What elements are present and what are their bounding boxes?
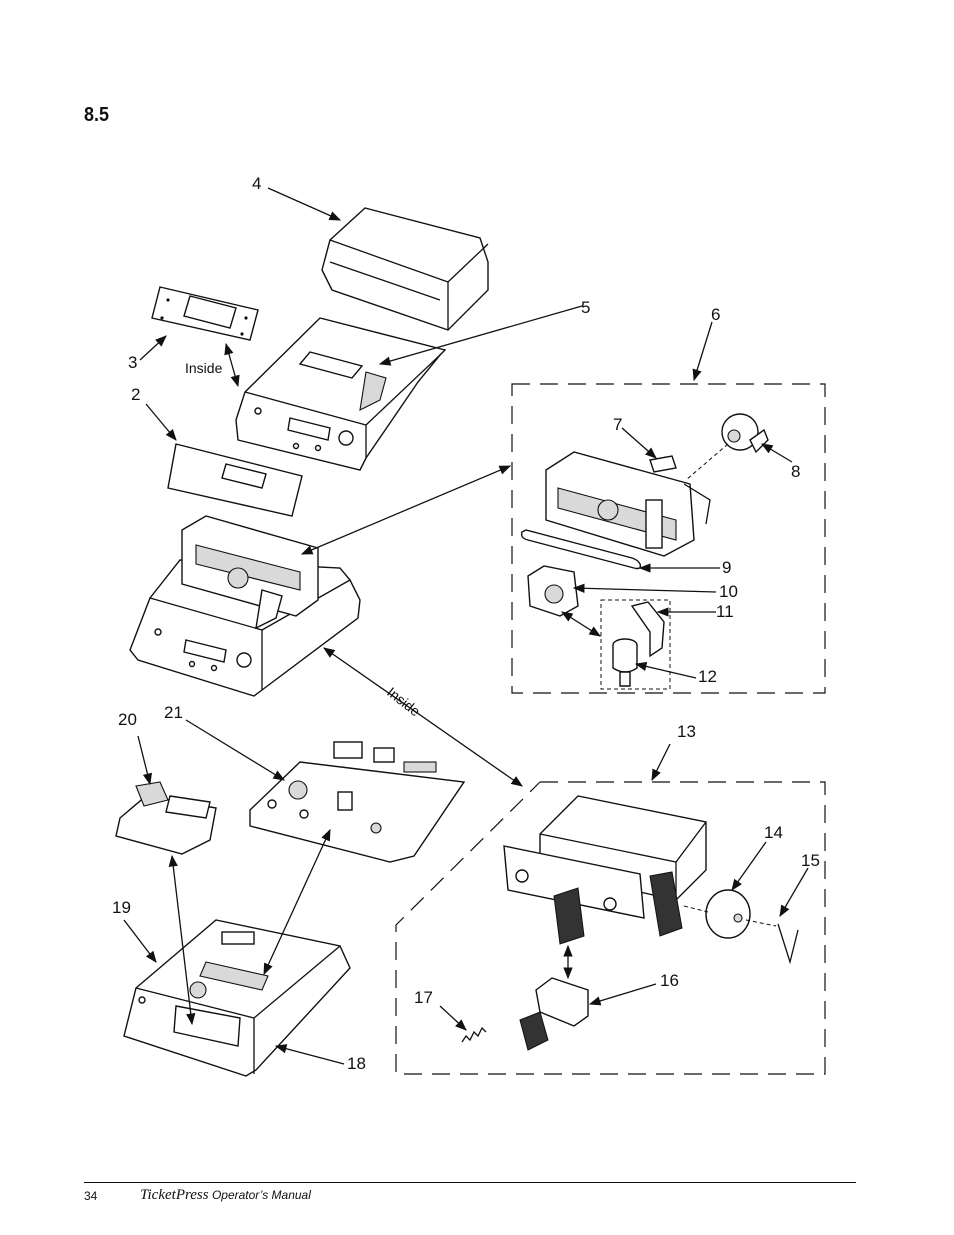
stepper-motor-part: [705, 889, 751, 939]
callout-10: 10: [719, 582, 738, 601]
callout-12: 12: [698, 667, 717, 686]
assembled-printer-part: [129, 515, 361, 697]
callout-8: 8: [791, 462, 800, 481]
chassis-top-plate-part: [235, 317, 447, 471]
page-number: 34: [84, 1189, 98, 1203]
callout-14: 14: [764, 823, 783, 842]
print-mechanism-part: [545, 451, 711, 557]
callout-2: 2: [131, 385, 140, 404]
callout-18: 18: [347, 1054, 366, 1073]
bracket-part: [630, 601, 665, 658]
callout-5: 5: [581, 298, 590, 317]
callout-16: 16: [660, 971, 679, 990]
platen-assembly-part: [527, 565, 579, 617]
print-mechanism-group-box: [511, 383, 826, 694]
callout-13: 13: [677, 722, 696, 741]
product-name: TicketPress: [140, 1187, 209, 1203]
spring-clip-part: [777, 923, 799, 965]
tension-spring-part: [461, 1026, 487, 1043]
sensor-part: [649, 455, 677, 473]
callout-9: 9: [722, 558, 731, 577]
roller-part: [612, 638, 638, 687]
callout-19: 19: [112, 898, 131, 917]
callout-4: 4: [252, 174, 261, 193]
display-bezel-part: [151, 286, 259, 341]
inside-note-top: Inside: [185, 360, 223, 376]
manual-suffix: Operator’s Manual: [208, 1188, 311, 1202]
callout-11: 11: [716, 602, 734, 621]
motor-part: [721, 413, 769, 454]
cutter-blade-part: [519, 977, 589, 1051]
callout-17: 17: [414, 988, 433, 1007]
callout-3: 3: [128, 353, 137, 372]
cutter-assembly-part: [503, 795, 707, 945]
footer-rule: [84, 1182, 856, 1183]
top-cover-part: [321, 207, 489, 331]
base-enclosure-part: [123, 919, 351, 1077]
cutter-group-box: [395, 781, 826, 1075]
roller-subgroup-box: [600, 599, 671, 690]
main-board-part: [249, 741, 466, 863]
callout-6: 6: [711, 305, 720, 324]
callout-7: 7: [613, 415, 622, 434]
callout-21: 21: [164, 703, 183, 722]
inside-note-middle: Inside: [384, 684, 423, 720]
section-number: 8.5: [84, 104, 110, 126]
manual-title: TicketPress Operator’s Manual: [140, 1187, 311, 1204]
callout-15: 15: [801, 851, 820, 870]
power-supply-part: [115, 781, 217, 855]
front-overlay-part: [167, 443, 303, 517]
callout-20: 20: [118, 710, 137, 729]
